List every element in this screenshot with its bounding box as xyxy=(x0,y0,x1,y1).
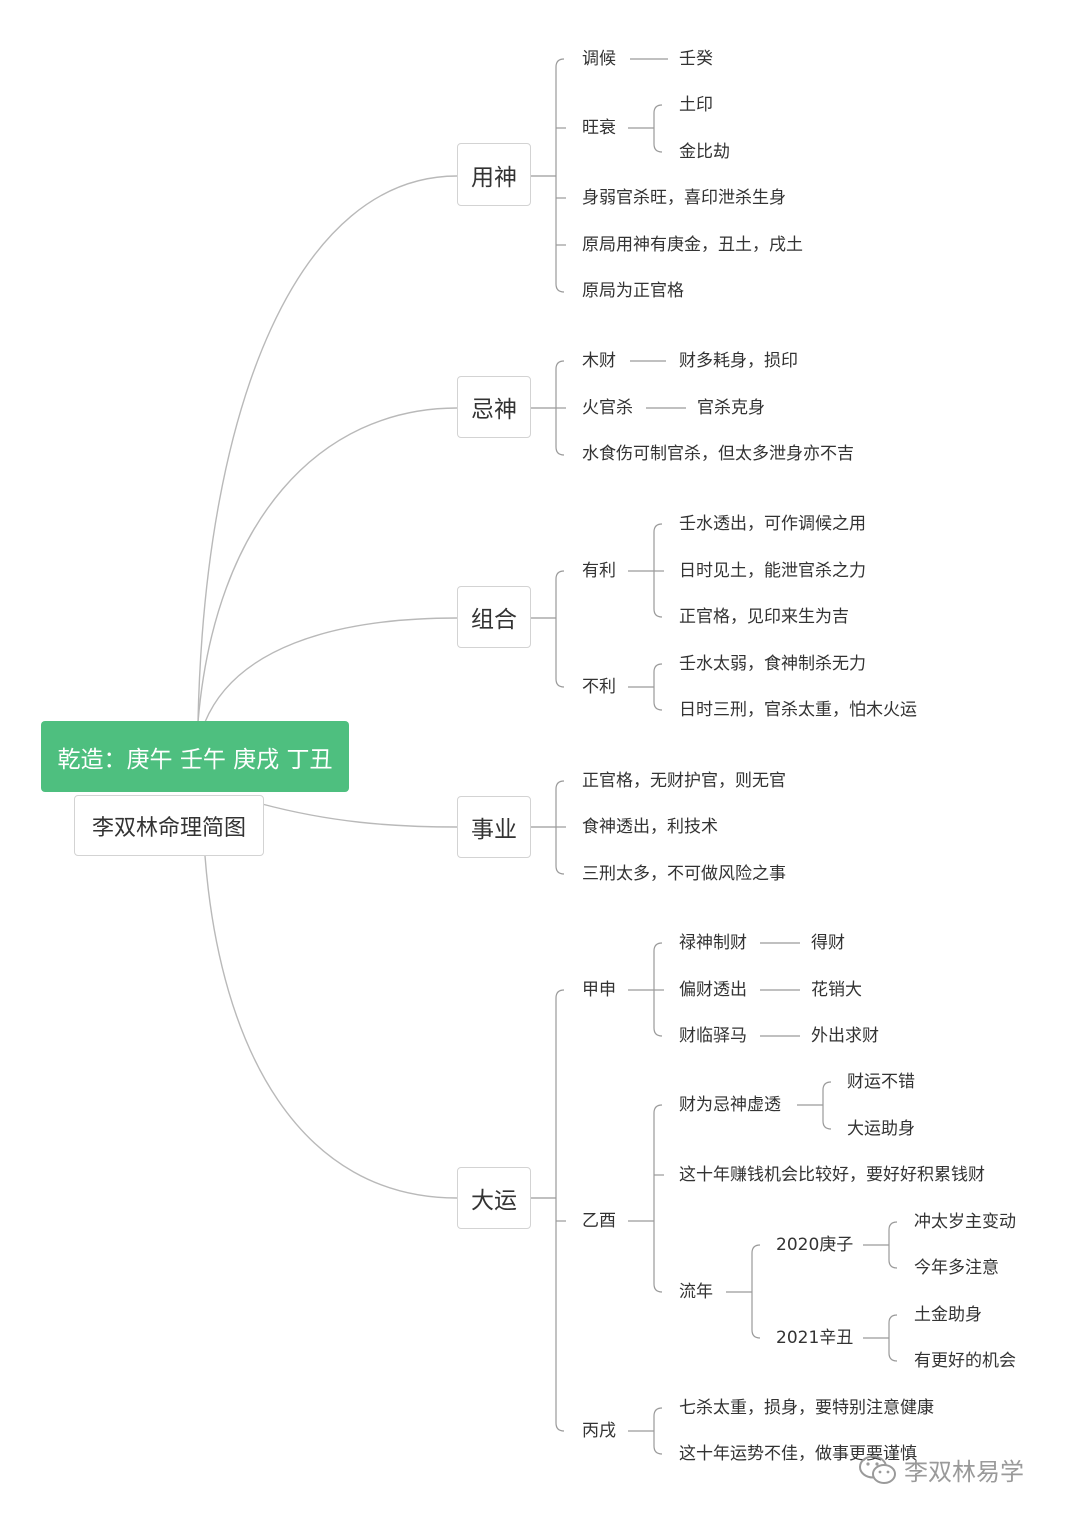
watermark-text: 李双林易学 xyxy=(904,1458,1024,1486)
node-yongshen-1[interactable]: 身弱官杀旺，喜印泄杀生身 xyxy=(582,188,786,208)
root-subtitle[interactable]: 李双林命理简图 xyxy=(74,795,264,856)
node-shiye-2[interactable]: 食神透出，利技术 xyxy=(582,817,718,837)
node-youli-3[interactable]: 正官格，见印来生为吉 xyxy=(679,607,849,627)
node-shiye-3[interactable]: 三刑太多，不可做风险之事 xyxy=(582,864,786,884)
node-yongshen-3[interactable]: 原局为正官格 xyxy=(582,281,684,301)
connector-root-zuhe xyxy=(204,617,458,723)
node-jiashen-2-value[interactable]: 花销大 xyxy=(811,980,862,1000)
node-yiyou[interactable]: 乙酉 xyxy=(582,1211,616,1231)
node-youli-1[interactable]: 壬水透出，可作调候之用 xyxy=(679,514,866,534)
node-bingxu-1[interactable]: 七杀太重，损身，要特别注意健康 xyxy=(679,1398,934,1418)
node-huoguansha[interactable]: 火官杀 xyxy=(582,398,633,418)
node-jiashen-3-value[interactable]: 外出求财 xyxy=(811,1026,879,1046)
node-yiyou-1a[interactable]: 财运不错 xyxy=(847,1072,915,1092)
root-title[interactable]: 乾造：庚午 壬午 庚戌 丁丑 xyxy=(41,721,349,792)
node-liunian[interactable]: 流年 xyxy=(679,1282,713,1302)
node-jiashen[interactable]: 甲申 xyxy=(582,980,616,1000)
wechat-icon xyxy=(859,1455,896,1484)
node-jiashen-3[interactable]: 财临驿马 xyxy=(679,1026,747,1046)
watermark: 李双林易学 xyxy=(858,1452,1024,1487)
node-yiyou-2[interactable]: 这十年赚钱机会比较好，要好好积累钱财 xyxy=(679,1165,985,1185)
node-year-2021[interactable]: 2021辛丑 xyxy=(776,1328,854,1348)
node-tiaohou-value[interactable]: 壬癸 xyxy=(679,49,713,69)
node-wangshuai-b[interactable]: 金比劫 xyxy=(679,142,730,162)
branch-zuhe[interactable]: 组合 xyxy=(457,586,531,648)
node-mucai[interactable]: 木财 xyxy=(582,351,616,371)
node-year-2021-a[interactable]: 土金助身 xyxy=(914,1305,982,1325)
node-year-2020-a[interactable]: 冲太岁主变动 xyxy=(914,1212,1016,1232)
node-year-2021-b[interactable]: 有更好的机会 xyxy=(914,1351,1016,1371)
node-year-2020-b[interactable]: 今年多注意 xyxy=(914,1258,999,1278)
node-buli-1[interactable]: 壬水太弱，食神制杀无力 xyxy=(679,654,866,674)
connector-root-jishen xyxy=(197,407,458,723)
node-wangshuai-a[interactable]: 土印 xyxy=(679,95,713,115)
node-youli-2[interactable]: 日时见土，能泄官杀之力 xyxy=(679,561,866,581)
node-bingxu[interactable]: 丙戌 xyxy=(582,1421,616,1441)
node-tiaohou[interactable]: 调候 xyxy=(582,49,616,69)
node-year-2020[interactable]: 2020庚子 xyxy=(776,1235,854,1255)
node-shiye-1[interactable]: 正官格，无财护官，则无官 xyxy=(582,771,786,791)
connector-root-yongshen xyxy=(197,175,458,723)
node-huoguansha-value[interactable]: 官杀克身 xyxy=(697,398,765,418)
node-jiashen-2[interactable]: 偏财透出 xyxy=(679,980,747,1000)
branch-jishen[interactable]: 忌神 xyxy=(457,376,531,438)
connector-root-shiye xyxy=(261,803,458,828)
connector-root-dayun xyxy=(204,855,458,1199)
node-shui[interactable]: 水食伤可制官杀，但太多泄身亦不吉 xyxy=(582,444,854,464)
node-jiashen-1-value[interactable]: 得财 xyxy=(811,933,845,953)
node-yongshen-2[interactable]: 原局用神有庚金，丑土，戌土 xyxy=(582,235,803,255)
node-buli[interactable]: 不利 xyxy=(582,677,616,697)
node-mucai-value[interactable]: 财多耗身，损印 xyxy=(679,351,798,371)
node-youli[interactable]: 有利 xyxy=(582,561,616,581)
branch-dayun[interactable]: 大运 xyxy=(457,1167,531,1229)
branch-shiye[interactable]: 事业 xyxy=(457,796,531,858)
node-wangshuai[interactable]: 旺衰 xyxy=(582,118,616,138)
node-buli-2[interactable]: 日时三刑，官杀太重，怕木火运 xyxy=(679,700,917,720)
branch-yongshen[interactable]: 用神 xyxy=(457,143,531,206)
node-bingxu-2[interactable]: 这十年运势不佳，做事更要谨慎 xyxy=(679,1444,917,1464)
node-jiashen-1[interactable]: 禄神制财 xyxy=(679,933,747,953)
node-yiyou-1[interactable]: 财为忌神虚透 xyxy=(679,1095,781,1115)
node-yiyou-1b[interactable]: 大运助身 xyxy=(847,1119,915,1139)
